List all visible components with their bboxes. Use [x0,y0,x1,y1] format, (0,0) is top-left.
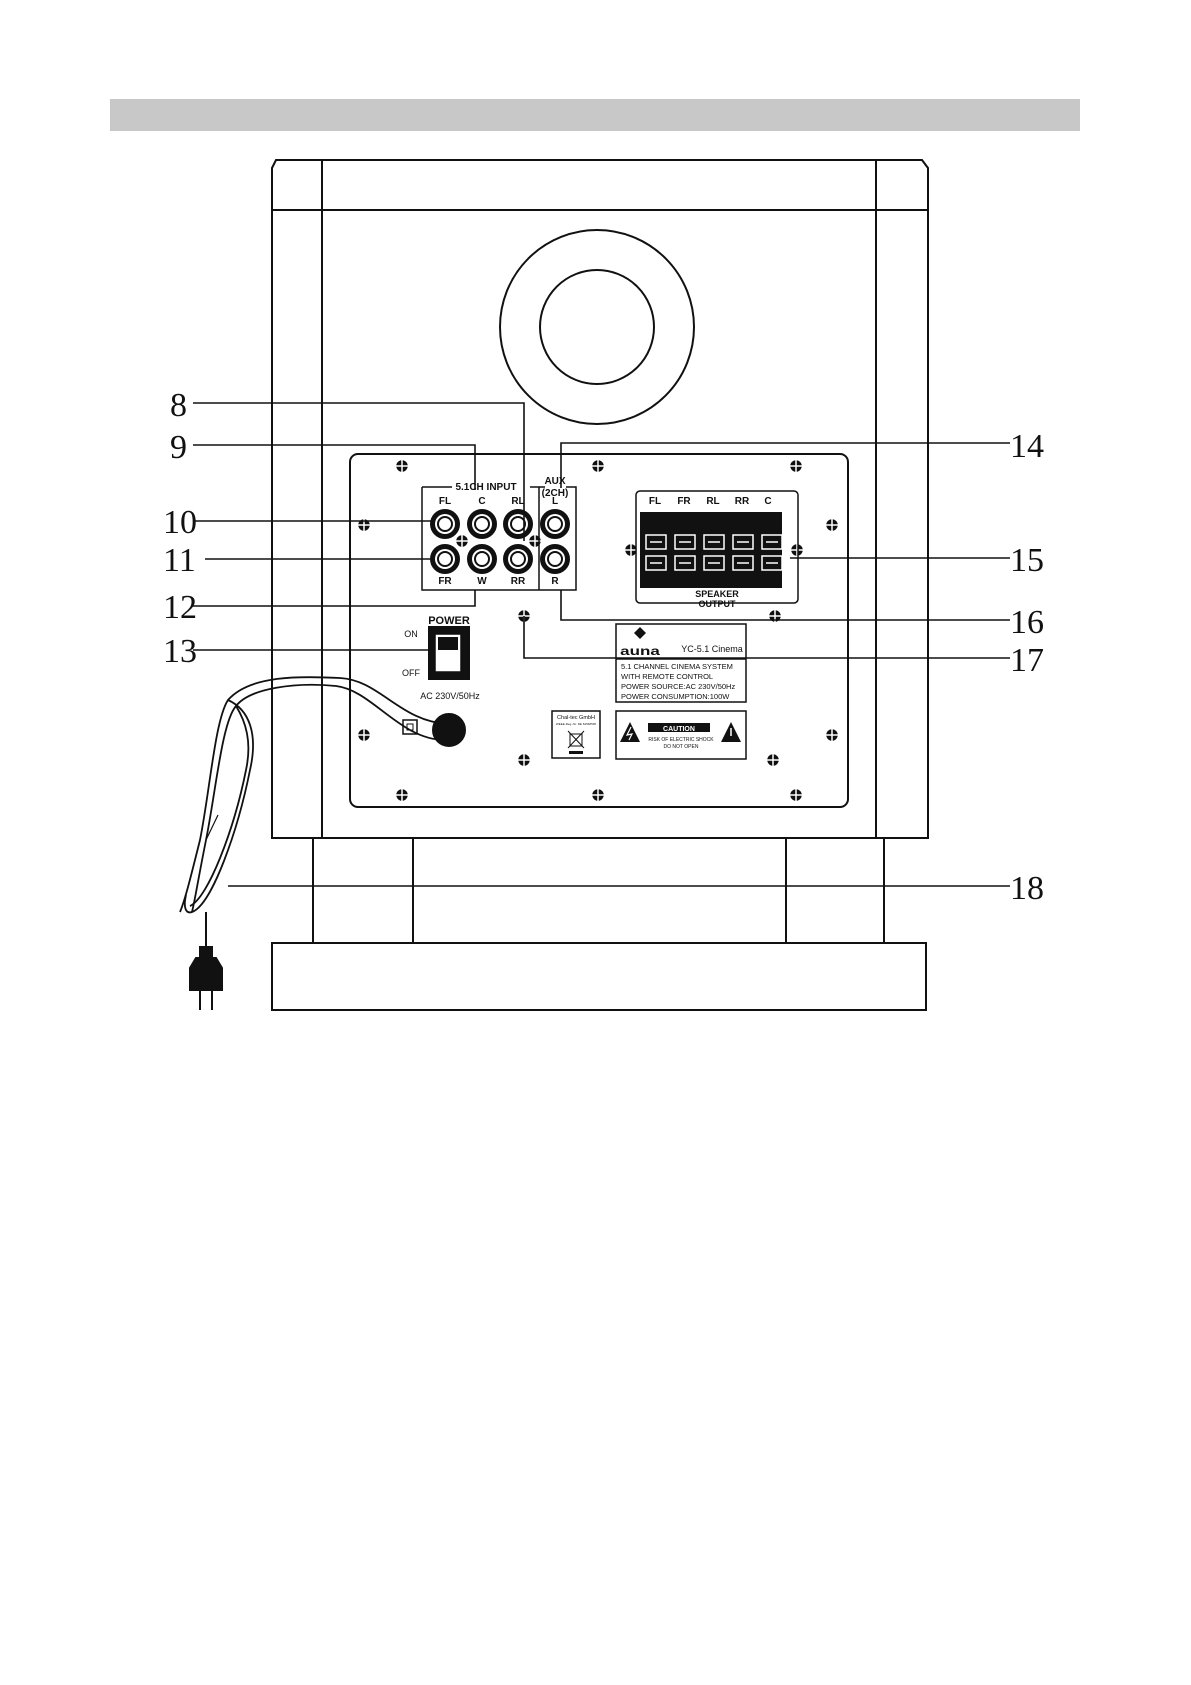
aux-title-2: (2CH) [542,488,569,499]
speaker-output-label-1: SPEAKER [695,589,739,599]
caution-line-1: RISK OF ELECTRIC SHOCK [648,737,714,743]
rca-jacks [430,509,570,574]
back-panel [349,453,849,808]
spk-label-rl: RL [706,496,719,507]
caution-line-2: DO NOT OPEN [664,744,699,750]
bass-port [499,229,695,425]
leader-14 [560,442,1010,488]
lightning-warning-icon [620,722,640,742]
caution-label: CAUTION RISK OF ELECTRIC SHOCK DO NOT OP… [615,710,747,760]
speaker-output-block: FL FR RL RR C SPEAKER OUTPUT [635,490,799,609]
leader-lines [193,402,1010,887]
rating-label: auna YC-5.1 Cinema 5.1 CHANNEL CINEMA SY… [615,623,747,703]
jack-label-rr: RR [511,576,526,587]
callout-17: 17 [1010,642,1044,679]
callout-15: 15 [1010,542,1044,579]
cord-grommet [432,713,466,747]
callout-9: 9 [170,429,187,466]
section-header-bar [110,99,1080,131]
aux-title-1: AUX [544,476,565,487]
model-name: YC-5.1 Cinema [681,644,743,654]
leader-16 [560,590,1010,621]
rating-line-2: WITH REMOTE CONTROL [621,672,713,681]
spk-label-rr: RR [735,496,750,507]
screws [357,459,839,802]
power-on-label: ON [404,629,418,639]
caution-title: CAUTION [663,726,695,733]
input-title: 5.1CH INPUT [455,482,516,493]
spk-label-fr: FR [677,496,691,507]
callout-10: 10 [163,504,197,541]
jack-label-w: W [477,576,487,587]
leader-12 [193,590,476,607]
power-switch-area: POWER ON OFF AC 230V/50Hz [402,615,480,747]
power-plug [189,912,223,1010]
callout-14: 14 [1010,428,1044,465]
fuse-holder [402,719,418,735]
speaker-terminal-strip [640,512,782,588]
leader-9 [193,444,476,490]
brand-logo: auna [620,627,661,658]
speaker-output-label-2: OUTPUT [699,599,737,609]
callout-12: 12 [163,589,197,626]
jack-label-rl: RL [511,496,524,507]
power-off-label: OFF [402,668,420,678]
callout-8: 8 [170,387,187,424]
rating-line-1: 5.1 CHANNEL CINEMA SYSTEM [621,662,733,671]
crossed-bin-icon [567,730,585,754]
disposal-subtitle: WEEE-Reg.-Nr. DE 64548535 [556,722,597,726]
callout-16: 16 [1010,604,1044,641]
callout-18: 18 [1010,870,1044,907]
jack-label-fl: FL [439,496,451,507]
leader-8 [193,402,525,541]
leader-17 [523,616,1010,659]
jack-label-fr: FR [438,576,452,587]
power-cord [179,676,450,914]
spk-label-fl: FL [649,496,661,507]
callout-13: 13 [163,633,197,670]
rating-line-4: POWER CONSUMPTION:100W [621,692,730,701]
spk-label-c: C [764,496,771,507]
rating-line-3: POWER SOURCE:AC 230V/50Hz [621,682,735,691]
disposal-title: Chal-tec GmbH [557,715,595,721]
jack-label-l: L [552,496,558,507]
jack-label-r: R [551,576,559,587]
cabinet [271,159,929,1011]
svg-text:auna: auna [620,645,661,658]
speaker-terminals [645,534,783,571]
power-title: POWER [428,615,470,627]
disposal-label: Chal-tec GmbH WEEE-Reg.-Nr. DE 64548535 [551,710,601,759]
jack-label-c: C [478,496,485,507]
callout-numbers: 8 9 10 11 12 13 14 15 16 17 18 [163,387,1044,907]
callout-11: 11 [163,542,196,579]
input-panel: 5.1CH INPUT AUX (2CH) FL C RL L FR W RR … [421,476,577,591]
power-rating: AC 230V/50Hz [420,691,480,701]
